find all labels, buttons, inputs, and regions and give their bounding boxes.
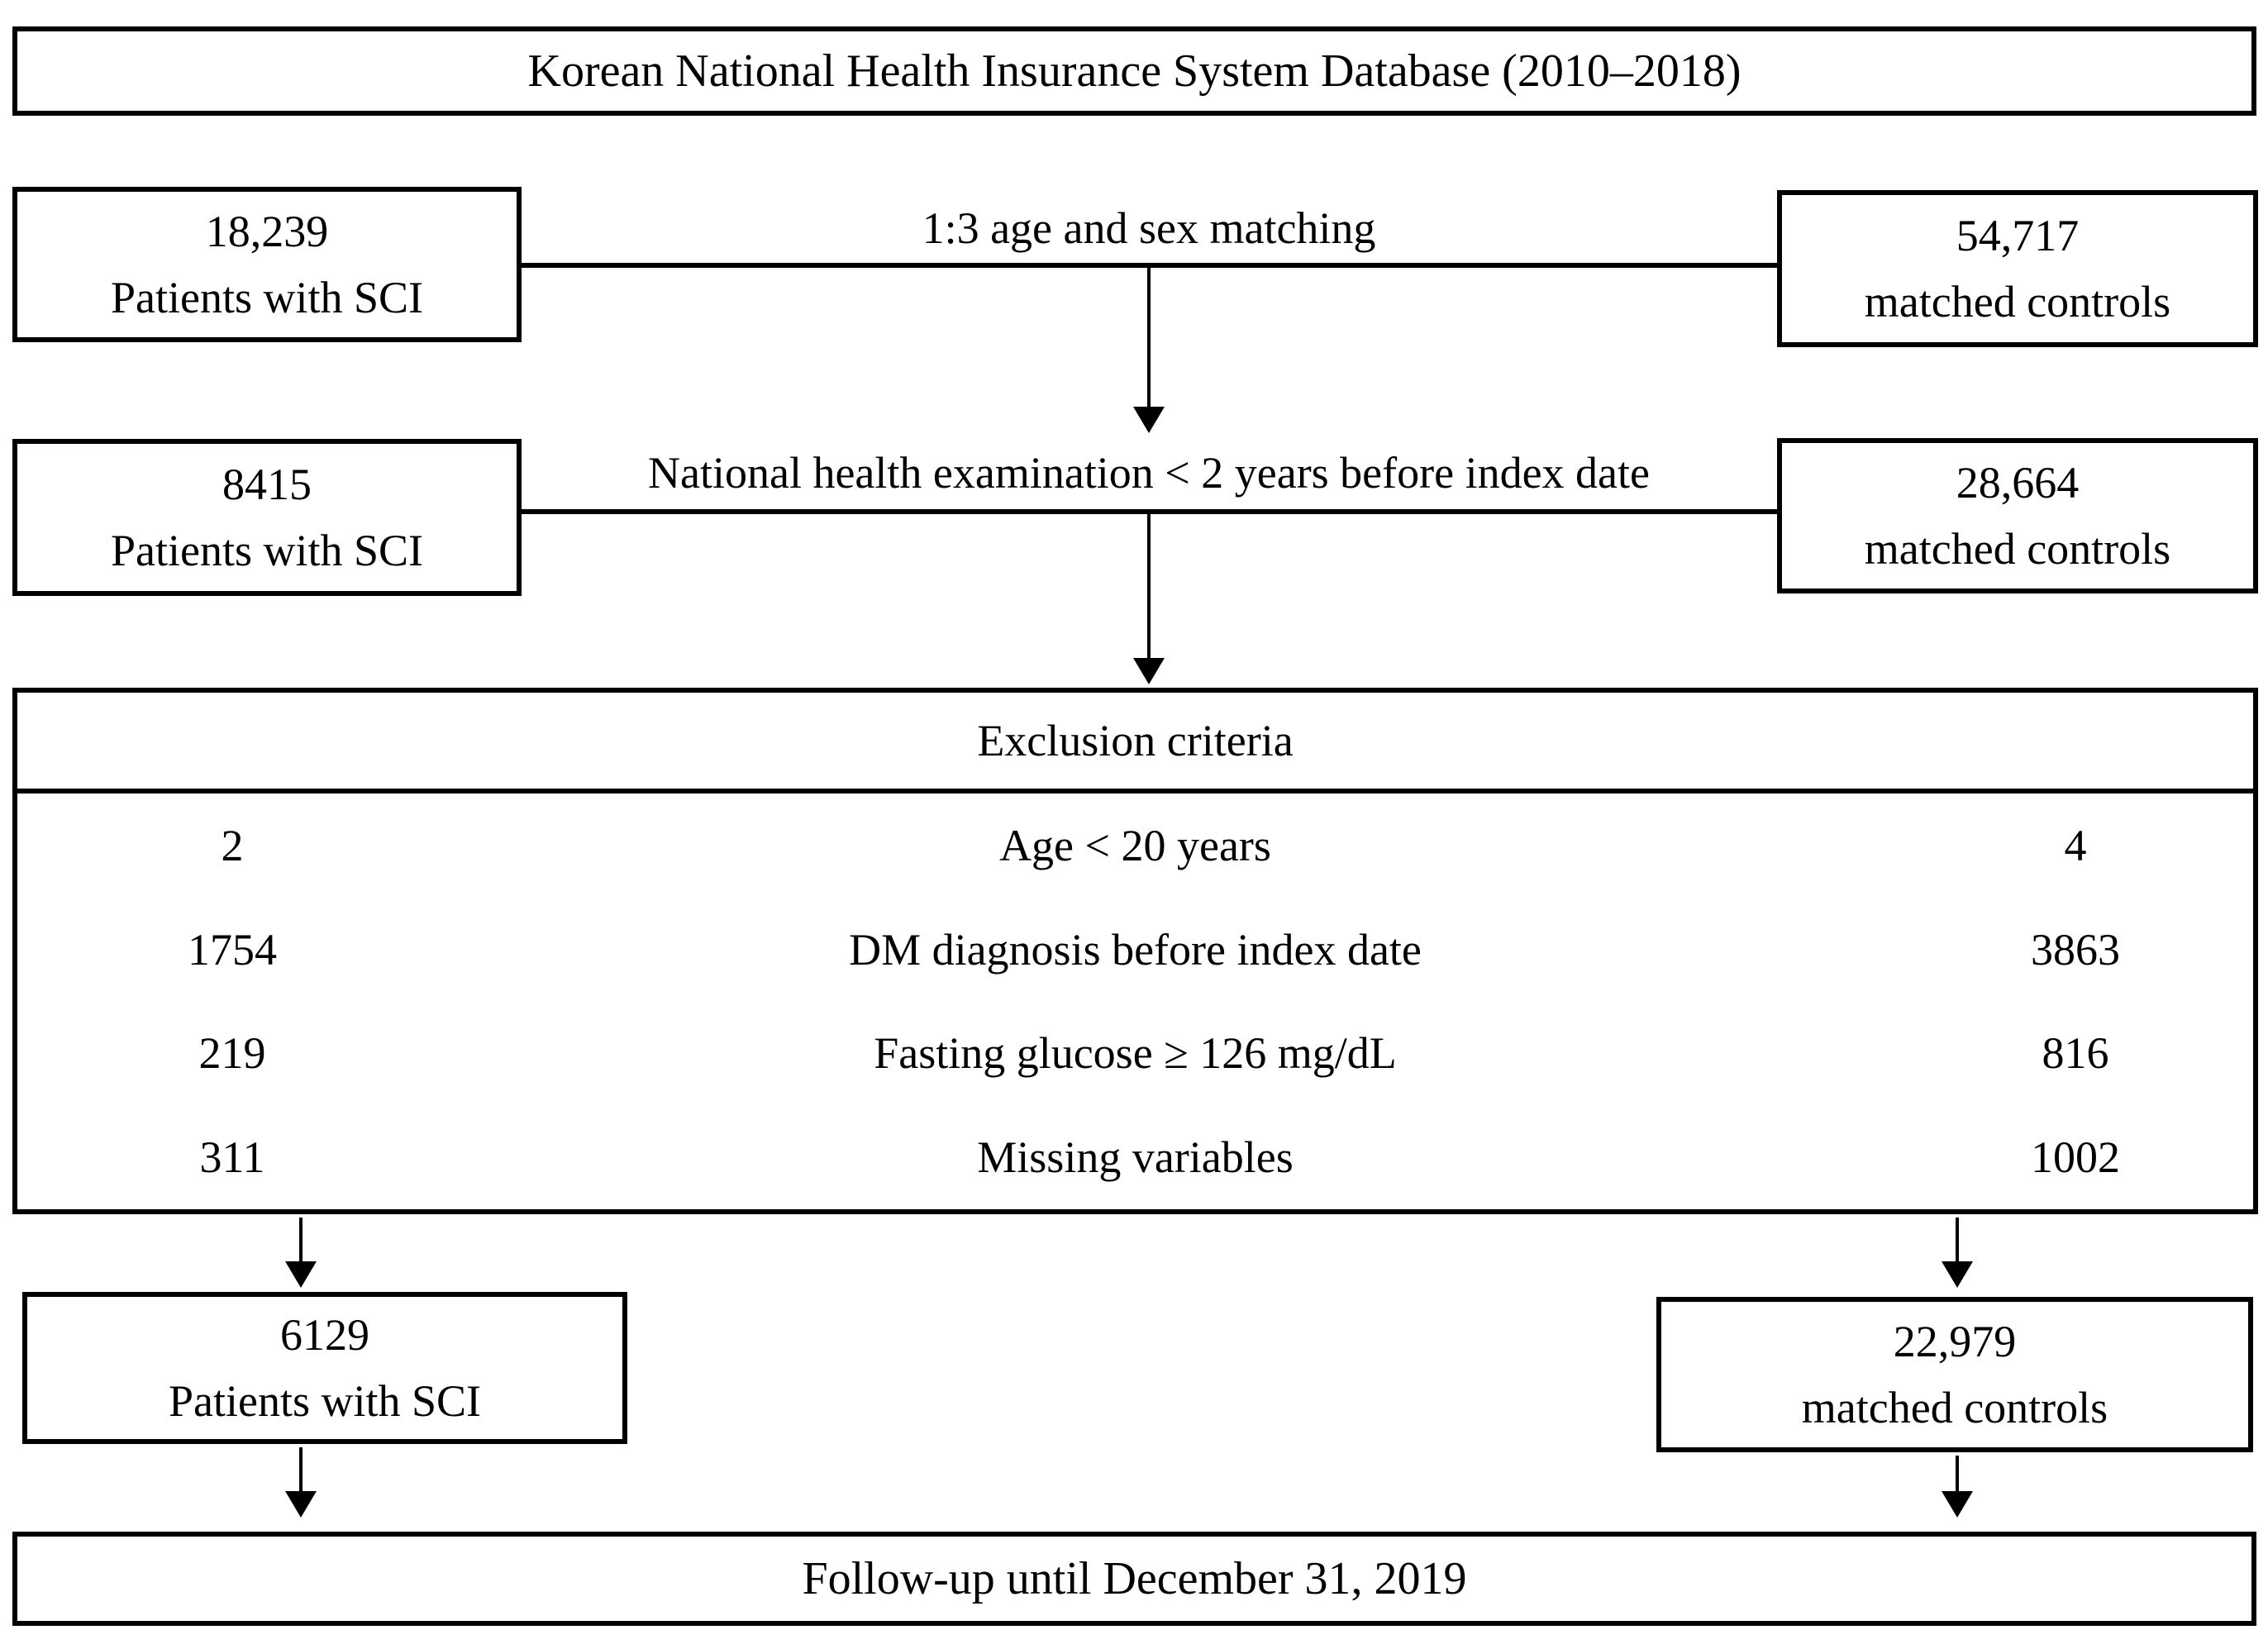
exclusion-header: Exclusion criteria xyxy=(17,693,2253,794)
exclusion-row-sci-count: 1754 xyxy=(188,924,277,975)
stage2-exam-label: National health examination < 2 years be… xyxy=(648,448,1650,498)
final-sci-label: Patients with SCI xyxy=(168,1376,482,1426)
exclusion-row: 2 Age < 20 years 4 xyxy=(17,794,2253,898)
down-arrow-5-head-icon xyxy=(285,1491,317,1518)
database-box: Korean National Health Insurance System … xyxy=(12,26,2256,116)
down-arrow-5-stem xyxy=(299,1447,303,1494)
final-controls-count: 22,979 xyxy=(1893,1317,2017,1366)
exclusion-row-sci-count: 2 xyxy=(221,820,244,870)
stage1-matching-label: 1:3 age and sex matching xyxy=(922,203,1376,253)
down-arrow-2-head-icon xyxy=(1133,658,1165,684)
exclusion-row: 219 Fasting glucose ≥ 126 mg/dL 816 xyxy=(17,1002,2253,1106)
down-arrow-6-head-icon xyxy=(1942,1491,1973,1518)
stage1-controls-count: 54,717 xyxy=(1956,211,2080,260)
exclusion-row: 1754 DM diagnosis before index date 3863 xyxy=(17,898,2253,1002)
exclusion-row-control-count: 3863 xyxy=(2031,924,2120,975)
stage2-controls-count: 28,664 xyxy=(1956,458,2080,508)
exclusion-row-criterion: Fasting glucose ≥ 126 mg/dL xyxy=(874,1028,1397,1079)
exclusion-row-sci-count: 219 xyxy=(198,1028,266,1079)
exclusion-row-criterion: Missing variables xyxy=(977,1132,1294,1183)
stage1-sci-box: 18,239 Patients with SCI xyxy=(12,187,522,342)
down-arrow-4-head-icon xyxy=(1942,1261,1973,1288)
down-arrow-1-head-icon xyxy=(1133,407,1165,433)
exclusion-rows: 2 Age < 20 years 4 1754 DM diagnosis bef… xyxy=(17,794,2253,1209)
final-sci-count: 6129 xyxy=(280,1310,369,1360)
stage2-sci-label: Patients with SCI xyxy=(110,526,424,575)
stage1-connector-line xyxy=(519,263,1781,268)
down-arrow-3-head-icon xyxy=(285,1261,317,1288)
database-box-label: Korean National Health Insurance System … xyxy=(527,45,1742,97)
down-arrow-6-stem xyxy=(1956,1456,1959,1494)
exclusion-row-control-count: 1002 xyxy=(2031,1132,2120,1183)
stage2-controls-label: matched controls xyxy=(1864,524,2171,574)
down-arrow-3-stem xyxy=(299,1218,303,1265)
final-controls-label: matched controls xyxy=(1801,1383,2108,1432)
followup-box: Follow-up until December 31, 2019 xyxy=(12,1532,2256,1626)
exclusion-row-sci-count: 311 xyxy=(199,1132,265,1183)
stage2-controls-box: 28,664 matched controls xyxy=(1777,438,2258,593)
exclusion-row-criterion: DM diagnosis before index date xyxy=(849,924,1422,975)
exclusion-criteria-box: Exclusion criteria 2 Age < 20 years 4 17… xyxy=(12,688,2258,1214)
followup-box-label: Follow-up until December 31, 2019 xyxy=(802,1553,1467,1604)
exclusion-row-control-count: 816 xyxy=(2042,1028,2109,1079)
down-arrow-4-stem xyxy=(1956,1218,1959,1265)
down-arrow-1-stem xyxy=(1147,268,1151,410)
stage1-controls-label: matched controls xyxy=(1864,277,2171,326)
exclusion-row: 311 Missing variables 1002 xyxy=(17,1105,2253,1209)
final-controls-box: 22,979 matched controls xyxy=(1656,1297,2253,1452)
stage1-controls-box: 54,717 matched controls xyxy=(1777,190,2258,347)
stage1-sci-count: 18,239 xyxy=(205,207,329,256)
down-arrow-2-stem xyxy=(1147,514,1151,661)
stage1-sci-label: Patients with SCI xyxy=(110,273,424,322)
final-sci-box: 6129 Patients with SCI xyxy=(22,1292,627,1444)
stage2-sci-box: 8415 Patients with SCI xyxy=(12,439,522,596)
exclusion-row-control-count: 4 xyxy=(2064,820,2087,870)
stage2-sci-count: 8415 xyxy=(222,460,312,509)
stage2-connector-line xyxy=(519,509,1781,514)
exclusion-row-criterion: Age < 20 years xyxy=(999,820,1271,870)
